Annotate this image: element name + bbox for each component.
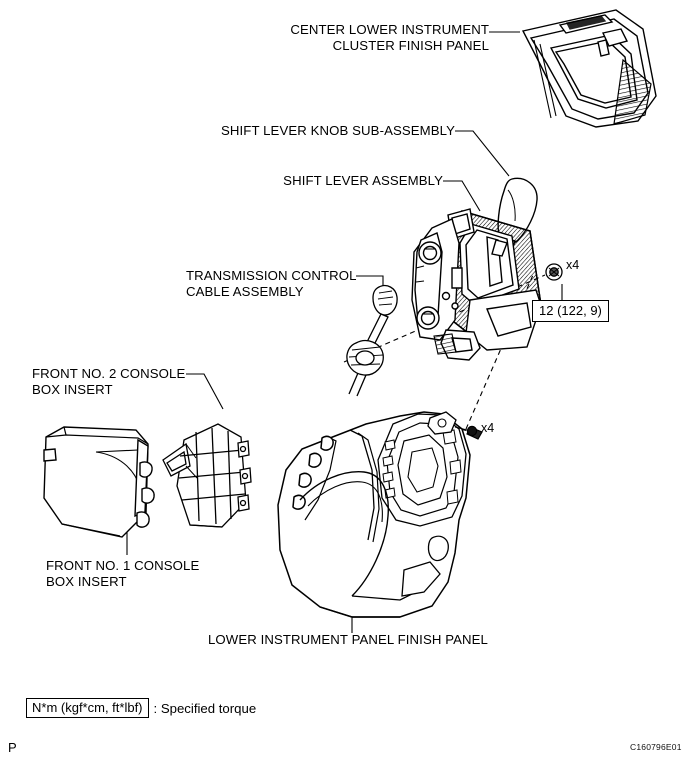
label-shift-lever-knob-sub-assembly: SHIFT LEVER KNOB SUB-ASSEMBLY — [221, 123, 455, 138]
label-center-lower-instrument-cluster-finish-panel: CENTER LOWER INSTRUMENT CLUSTER FINISH P… — [290, 22, 489, 53]
label-transmission-control-cable-assembly: TRANSMISSION CONTROL CABLE ASSEMBLY — [186, 268, 357, 299]
callout-bolt-quantity-shift-lever: x4 — [566, 258, 580, 272]
art-screw-lower-panel — [454, 425, 483, 440]
art-lower-instrument-panel-finish-panel — [277, 411, 471, 618]
torque-spec-box: 12 (122, 9) — [532, 300, 609, 322]
legend-unit-box: N*m (kgf*cm, ft*lbf) — [26, 698, 149, 718]
art-center-lower-cluster-finish-panel — [521, 9, 657, 128]
legend-description: : Specified torque — [153, 700, 257, 716]
label-front-no2-console-box-insert: FRONT NO. 2 CONSOLE BOX INSERT — [32, 366, 186, 397]
art-front-no2-console-box-insert — [162, 423, 252, 528]
art-transmission-control-cable — [346, 284, 398, 397]
page-mark: P — [8, 740, 17, 755]
callout-screw-quantity-finish-panel: x4 — [481, 421, 495, 435]
art-shift-lever-assembly — [411, 208, 542, 361]
label-shift-lever-assembly: SHIFT LEVER ASSEMBLY — [283, 173, 443, 188]
figure-id: C160796E01 — [630, 742, 682, 752]
label-lower-instrument-panel-finish-panel: LOWER INSTRUMENT PANEL FINISH PANEL — [208, 632, 488, 647]
label-front-no1-console-box-insert: FRONT NO. 1 CONSOLE BOX INSERT — [46, 558, 200, 589]
art-front-no1-console-box-insert — [43, 426, 155, 538]
leader-lines — [126, 31, 563, 633]
art-bolt-shift-lever — [545, 263, 563, 281]
legend: N*m (kgf*cm, ft*lbf) : Specified torque — [26, 698, 256, 718]
